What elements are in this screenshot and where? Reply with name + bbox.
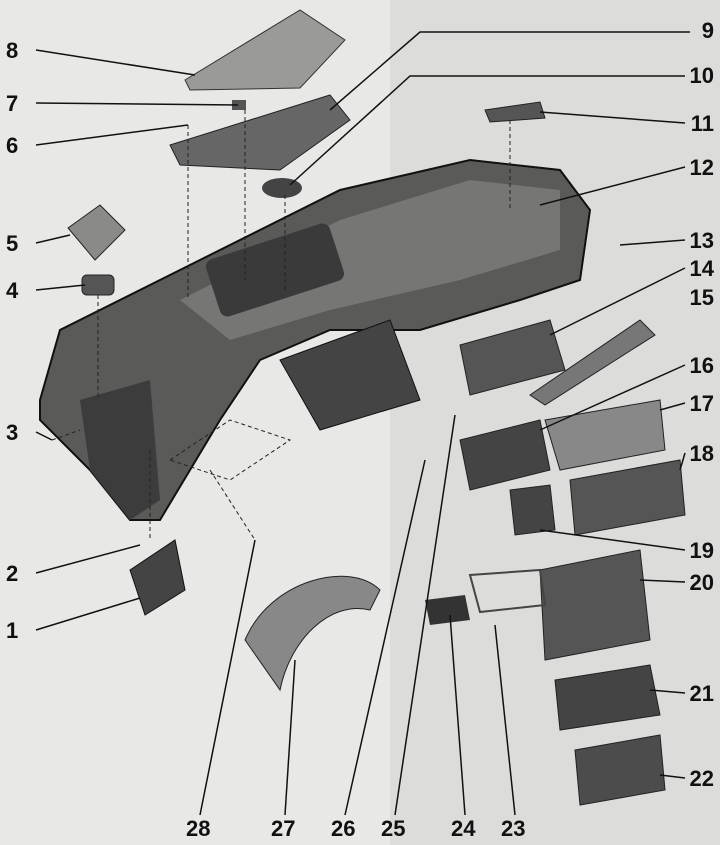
center-console-opening	[279, 319, 421, 431]
callout-5: 5	[6, 231, 19, 256]
callout-4: 4	[6, 278, 19, 303]
instrument-cluster-opening	[205, 223, 345, 317]
callout-7: 7	[6, 91, 19, 116]
part-24-bracket	[425, 595, 470, 625]
part-20-radio	[539, 549, 651, 661]
callout-2: 2	[6, 561, 19, 586]
part-14-airbag	[459, 319, 566, 396]
callout-11: 11	[690, 111, 714, 136]
callout-6: 6	[6, 133, 19, 158]
callout-19: 19	[689, 538, 714, 563]
part-18-vents	[569, 459, 686, 536]
callout-8: 8	[6, 38, 19, 63]
part-23-mount	[468, 568, 547, 614]
left-lower-frame	[80, 380, 160, 520]
callout-28: 28	[186, 816, 211, 841]
callout-25: 25	[381, 816, 406, 841]
part-4-switch	[81, 274, 115, 296]
part-16-display	[459, 419, 551, 491]
callout-12: 12	[689, 155, 714, 180]
part-8-top-cover	[184, 9, 346, 91]
callout-9: 9	[701, 18, 714, 43]
callout-14: 14	[689, 256, 714, 281]
callout-22: 22	[689, 766, 714, 791]
part-1-vent	[129, 539, 186, 616]
part-10-speaker	[262, 178, 302, 198]
part-21-panel	[554, 664, 661, 731]
callout-18: 18	[689, 441, 714, 466]
callout-16: 16	[689, 353, 714, 378]
part-27-cover	[244, 575, 381, 692]
part-19-switch	[509, 484, 556, 536]
leader-lines	[35, 31, 690, 816]
part-7-clip	[232, 100, 246, 110]
callout-13: 13	[689, 228, 714, 253]
callout-24: 24	[451, 816, 476, 841]
callout-26: 26	[331, 816, 356, 841]
part-22-tray	[574, 734, 666, 806]
assembly-dashed-lines	[51, 110, 511, 541]
callout-3: 3	[6, 420, 19, 445]
callout-1: 1	[6, 618, 19, 643]
part-9-bezel	[169, 94, 351, 171]
callout-20: 20	[689, 570, 714, 595]
callout-15: 15	[689, 285, 714, 310]
callout-21: 21	[689, 681, 714, 706]
callout-17: 17	[689, 391, 714, 416]
callout-27: 27	[271, 816, 296, 841]
part-11-sensor	[484, 101, 546, 123]
callout-23: 23	[501, 816, 526, 841]
part-15-trim-strip	[529, 319, 656, 406]
callout-10: 10	[689, 63, 714, 88]
part-17-frame	[544, 399, 666, 471]
part-5-cover	[67, 204, 126, 261]
